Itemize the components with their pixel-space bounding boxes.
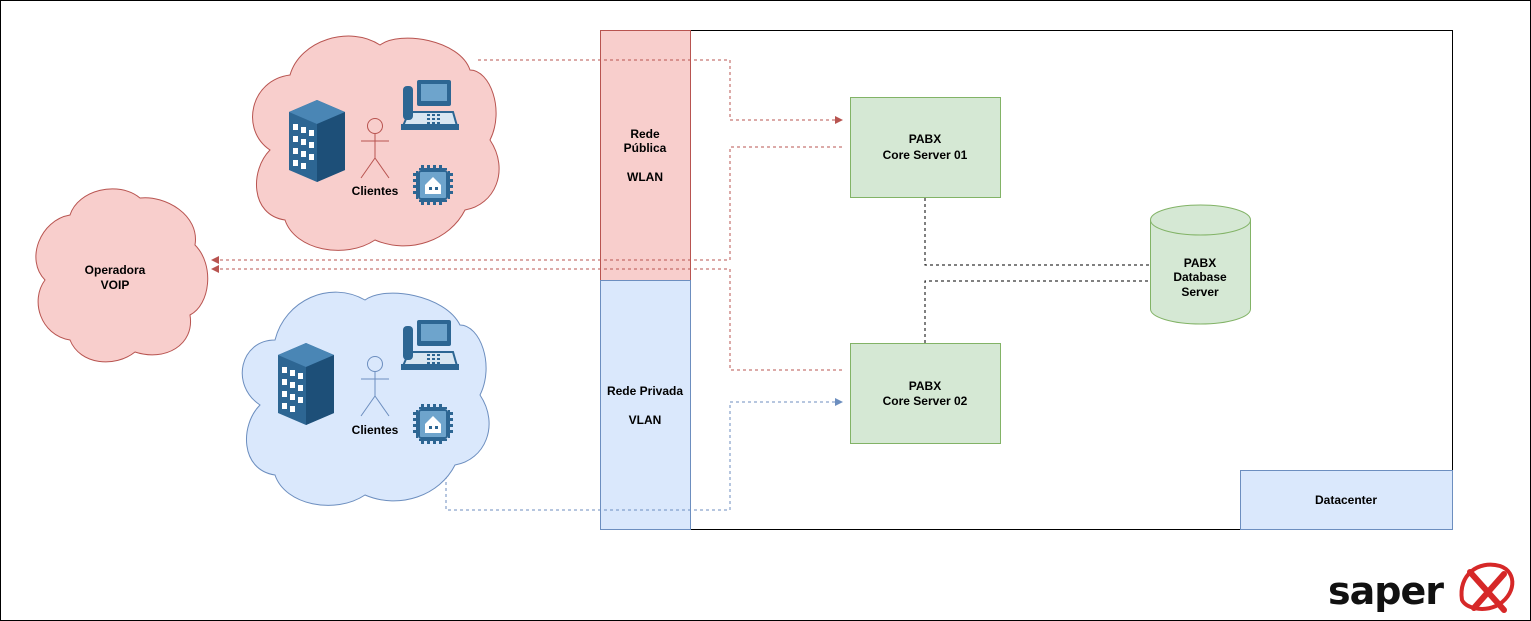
operator-voip-cloud[interactable] [35, 188, 209, 363]
svg-text:saper: saper [1328, 569, 1444, 613]
private-clients-label: Clientes [352, 423, 399, 437]
operator-label-1: Operadora [85, 263, 146, 277]
datacenter-label-box [1240, 470, 1453, 530]
ip-phone-icon [400, 79, 460, 131]
person-icon [360, 118, 390, 179]
connector-public-to-core1 [478, 59, 843, 124]
person-icon [360, 356, 390, 417]
public-network-label-1: Rede [630, 127, 660, 141]
saper-logo: saper [1328, 562, 1515, 613]
core-server-01-label-1: PABX [909, 132, 941, 146]
core-server-01-label-2: Core Server 01 [883, 148, 968, 162]
database-label-3: Server [1181, 285, 1219, 299]
database-label-1: PABX [1184, 256, 1216, 270]
connector-private-to-core2 [445, 398, 843, 511]
private-network-band [600, 280, 691, 530]
core-server-02-label-1: PABX [909, 379, 941, 393]
public-clients-label: Clientes [352, 184, 399, 198]
database-server[interactable] [1150, 204, 1251, 325]
ip-phone-icon [400, 319, 460, 371]
connector-core2-to-database [924, 280, 1150, 343]
chip-icon [412, 403, 454, 445]
private-network-label-1: Rede Privada [607, 384, 683, 398]
datacenter-container [690, 30, 1453, 530]
database-label-2: Database [1173, 270, 1227, 284]
datacenter-label: Datacenter [1315, 493, 1377, 507]
core-server-02[interactable] [850, 343, 1001, 444]
connector-core1-to-database [924, 198, 1150, 266]
public-network-label-3: WLAN [627, 170, 663, 184]
connector-core2-to-operator [211, 265, 842, 371]
connector-core1-to-operator [211, 146, 842, 264]
public-network-label-2: Pública [624, 141, 667, 155]
core-server-02-label-2: Core Server 02 [883, 394, 968, 408]
operator-label-2: VOIP [101, 278, 130, 292]
building-icon [289, 100, 345, 182]
chip-icon [412, 164, 454, 206]
core-server-01[interactable] [850, 97, 1001, 198]
private-network-label-2: VLAN [629, 413, 662, 427]
public-network-band [600, 30, 691, 281]
building-icon [278, 343, 334, 425]
